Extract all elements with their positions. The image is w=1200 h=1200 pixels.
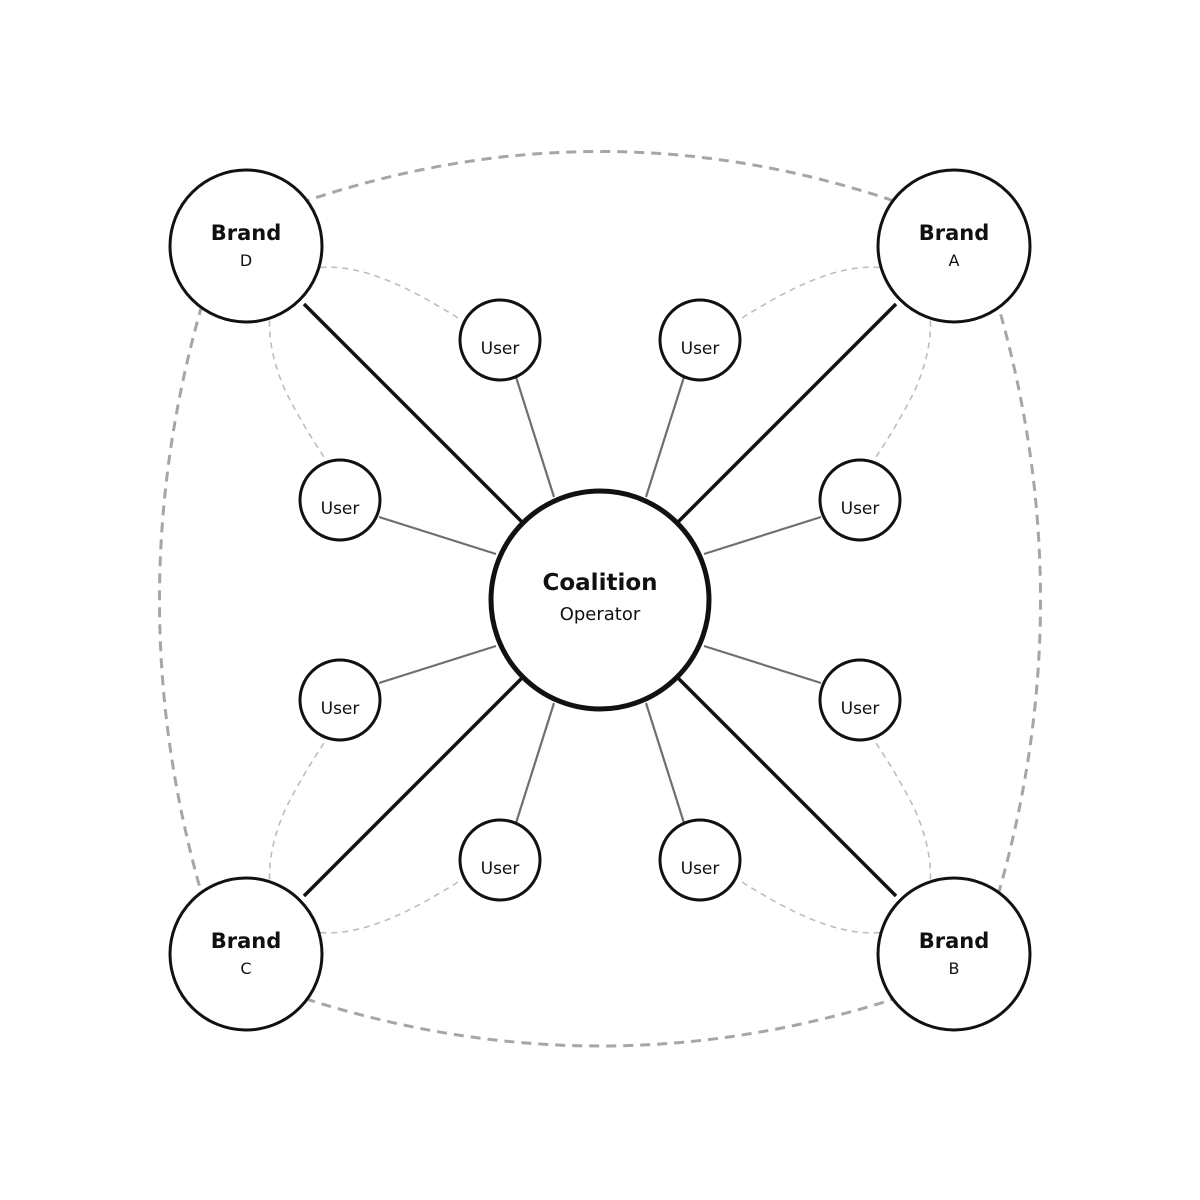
brand-a-letter: A bbox=[949, 251, 960, 270]
brand-b-circle bbox=[876, 876, 1032, 1032]
user-a2-label: User bbox=[841, 499, 880, 519]
brand-b-title: Brand bbox=[919, 929, 990, 953]
brand-c-title: Brand bbox=[211, 929, 282, 953]
spoke-user-b1 bbox=[644, 702, 686, 824]
hub-subtitle: Operator bbox=[560, 604, 641, 625]
ring-edge-d-a bbox=[299, 150, 901, 205]
user-a1-label: User bbox=[681, 339, 720, 359]
user-b2-circle bbox=[818, 658, 902, 742]
user-a2-circle bbox=[818, 458, 902, 542]
spoke-user-d1 bbox=[514, 376, 556, 498]
user-node-c1: User bbox=[458, 818, 542, 902]
user-d1-circle bbox=[458, 298, 542, 382]
brand-node-d: Brand D bbox=[168, 168, 324, 324]
spoke-brand-a bbox=[674, 302, 898, 526]
user-c2-label: User bbox=[321, 699, 360, 719]
user-node-d2: User bbox=[298, 458, 382, 542]
brand-node-a: Brand A bbox=[876, 168, 1032, 324]
ring-edge-c-d bbox=[158, 297, 206, 903]
brand-d-letter: D bbox=[240, 251, 252, 270]
coalition-operator-node: Coalition Operator bbox=[488, 488, 712, 712]
user-d2-label: User bbox=[321, 499, 360, 519]
brand-ring bbox=[158, 150, 1042, 1048]
user-d2-circle bbox=[298, 458, 382, 542]
spoke-user-d2 bbox=[378, 515, 497, 556]
user-a1-circle bbox=[658, 298, 742, 382]
user-node-a1: User bbox=[658, 298, 742, 382]
ring-edge-a-b bbox=[994, 297, 1042, 903]
user-c1-circle bbox=[458, 818, 542, 902]
brand-a-circle bbox=[876, 168, 1032, 324]
spoke-user-a1 bbox=[644, 376, 686, 498]
spoke-brand-c bbox=[302, 674, 526, 898]
spoke-brand-b bbox=[674, 674, 898, 898]
hub-title: Coalition bbox=[542, 570, 657, 596]
user-node-b1: User bbox=[658, 818, 742, 902]
brand-c-letter: C bbox=[240, 959, 251, 978]
brand-a-title: Brand bbox=[919, 221, 990, 245]
user-d1-label: User bbox=[481, 339, 520, 359]
user-node-d1: User bbox=[458, 298, 542, 382]
user-b1-circle bbox=[658, 818, 742, 902]
brand-c-circle bbox=[168, 876, 324, 1032]
hub-circle bbox=[488, 488, 712, 712]
user-node-a2: User bbox=[818, 458, 902, 542]
brand-b-letter: B bbox=[949, 959, 960, 978]
spoke-user-c1 bbox=[514, 702, 556, 824]
spoke-brand-d bbox=[302, 302, 526, 526]
spoke-user-b2 bbox=[703, 644, 822, 685]
brand-d-title: Brand bbox=[211, 221, 282, 245]
brand-node-c: Brand C bbox=[168, 876, 324, 1032]
user-c2-circle bbox=[298, 658, 382, 742]
user-node-b2: User bbox=[818, 658, 902, 742]
user-c1-label: User bbox=[481, 859, 520, 879]
user-b2-label: User bbox=[841, 699, 880, 719]
ring-edge-b-c bbox=[299, 995, 901, 1048]
user-b1-label: User bbox=[681, 859, 720, 879]
brand-d-circle bbox=[168, 168, 324, 324]
user-spokes bbox=[378, 376, 822, 824]
user-node-c2: User bbox=[298, 658, 382, 742]
spoke-user-a2 bbox=[703, 515, 822, 556]
spoke-user-c2 bbox=[378, 644, 497, 685]
brand-node-b: Brand B bbox=[876, 876, 1032, 1032]
